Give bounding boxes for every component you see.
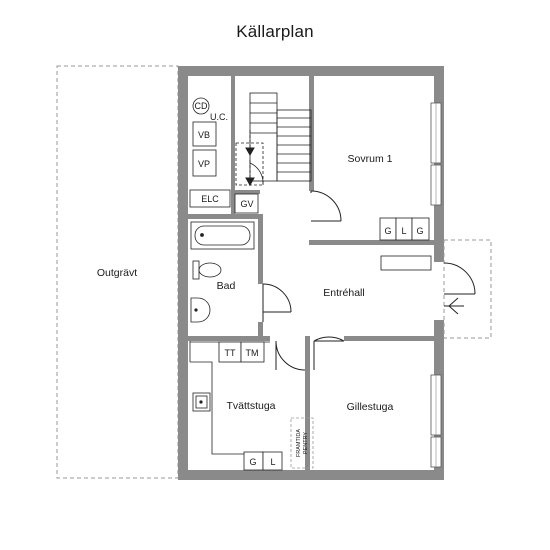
fixture-label-cd: CD (195, 101, 208, 111)
toilet-icon (192, 260, 222, 280)
stairs-icon (249, 92, 312, 182)
fixture-label-tm: TM (246, 348, 259, 358)
door-arc-icon[interactable] (275, 340, 306, 371)
gv-box (234, 193, 259, 214)
room-label-outgravt: Outgrävt (97, 267, 137, 279)
framtida-pentry-label-2: PENTRY (303, 432, 309, 455)
room-label-tvattstuga: Tvättstuga (226, 400, 275, 412)
fixture-label-tt: TT (225, 348, 236, 358)
sink-icon (192, 392, 211, 412)
wardrobe-sovrum (379, 217, 430, 241)
hall-shelf (380, 255, 432, 271)
interior-walls (188, 76, 434, 470)
fixture-label-uc: U.C. (210, 112, 228, 122)
vp-box (192, 149, 217, 177)
door-arc-icon[interactable] (310, 190, 342, 222)
room-label-sovrum: Sovrum 1 (348, 153, 393, 165)
wardrobe-label: L (270, 457, 275, 467)
framtida-pentry-label-1: FRAMTIDA (296, 429, 302, 457)
door-arc-icon[interactable] (443, 262, 476, 295)
room-label-bad: Bad (217, 280, 236, 292)
fixture-label-gv: GV (240, 199, 253, 209)
room-label-gillestuga: Gillestuga (347, 401, 394, 413)
porch-outline (443, 239, 492, 339)
bathtub-icon (190, 221, 255, 250)
door-arc-icon[interactable] (313, 336, 345, 370)
plan-title: Källarplan (236, 22, 314, 41)
fixture-label-elc: ELC (201, 194, 219, 204)
room-label-entrehall: Entréhall (323, 287, 364, 299)
wardrobe-label: G (416, 226, 423, 236)
wardrobe-label: L (401, 226, 406, 236)
wardrobe-label: G (249, 457, 256, 467)
cd-icon (192, 97, 210, 115)
wardrobe-tvatt (243, 451, 283, 471)
stairs-arrow-icon (245, 130, 255, 187)
fixture-label-vb: VB (198, 130, 210, 140)
tm-box (240, 341, 265, 363)
door-arc-icon[interactable] (262, 283, 292, 322)
fixture-label-vp: VP (198, 159, 210, 169)
wardrobe-label: G (384, 226, 391, 236)
framtida-pentry-outline (290, 417, 314, 469)
elc-box (189, 189, 231, 208)
washbasin-icon (190, 297, 211, 323)
vb-box (192, 121, 217, 147)
